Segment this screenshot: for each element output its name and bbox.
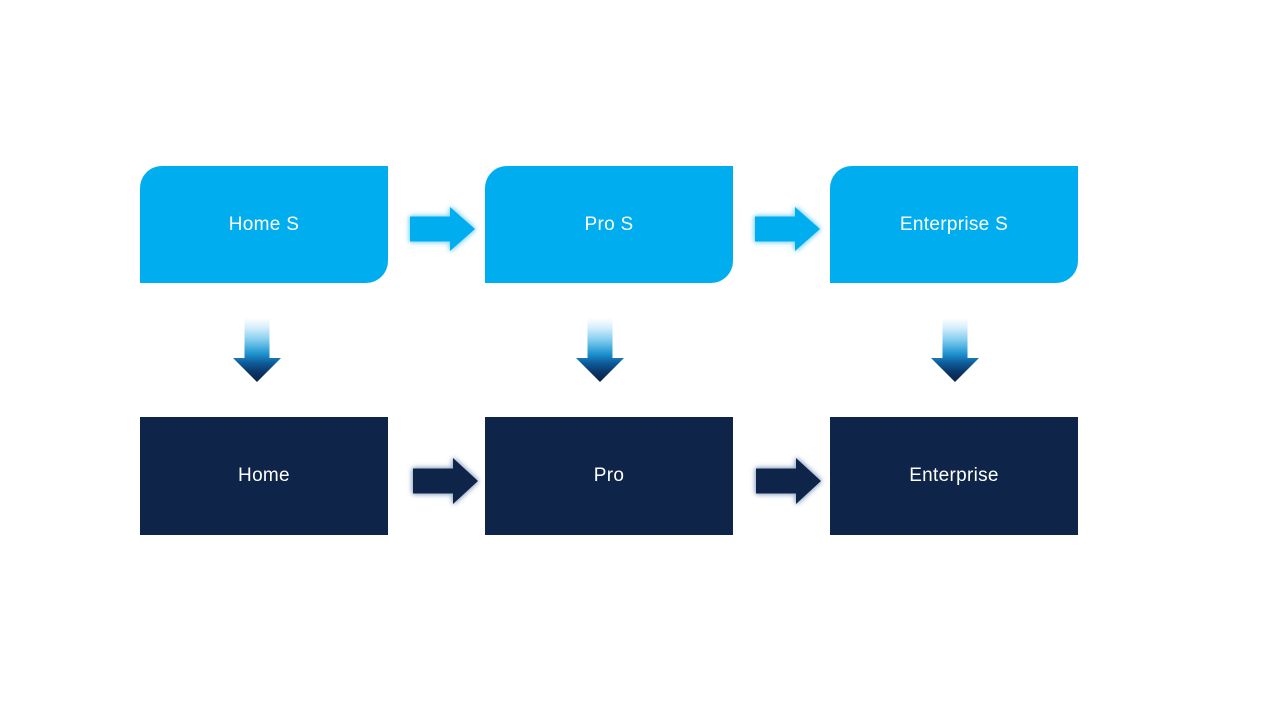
right-arrow-icon: [410, 207, 475, 251]
down-arrow-icon: [233, 318, 281, 382]
node-pro-s: Pro S: [485, 166, 733, 283]
node-home-s: Home S: [140, 166, 388, 283]
node-pro: Pro: [485, 417, 733, 535]
right-arrow-icon: [756, 458, 821, 504]
node-home: Home: [140, 417, 388, 535]
node-enterprise-s: Enterprise S: [830, 166, 1078, 283]
node-enterprise-label: Enterprise: [909, 465, 999, 486]
node-pro-s-label: Pro S: [584, 213, 634, 235]
node-enterprise: Enterprise: [830, 417, 1078, 535]
right-arrow-icon: [413, 458, 478, 504]
node-enterprise-s-label: Enterprise S: [899, 213, 1009, 235]
right-arrow-icon: [755, 207, 820, 251]
node-home-label: Home: [238, 465, 290, 486]
node-pro-label: Pro: [593, 465, 625, 486]
down-arrow-icon: [576, 318, 624, 382]
node-home-s-label: Home S: [228, 213, 300, 235]
down-arrow-icon: [931, 318, 979, 382]
